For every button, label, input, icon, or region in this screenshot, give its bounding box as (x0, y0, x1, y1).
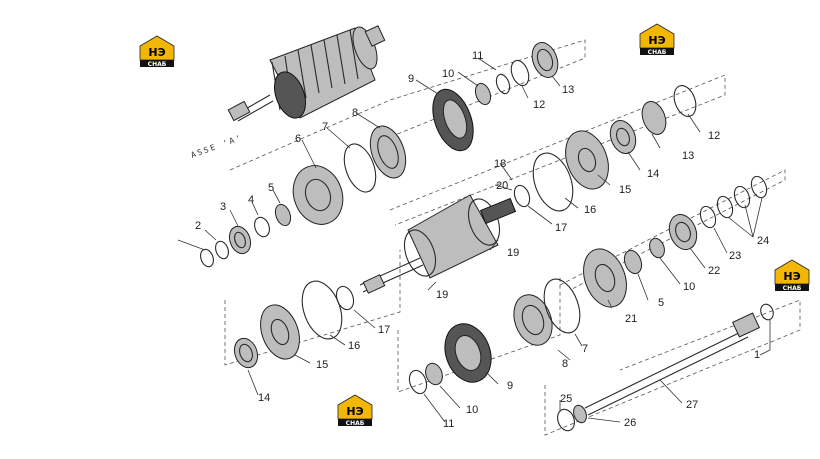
callout-2: 2 (195, 220, 201, 232)
brand-logo-sub: СНАБ (346, 420, 365, 427)
frame-top (229, 39, 586, 171)
callout-3: 3 (220, 201, 226, 213)
leader-lines (177, 57, 771, 423)
callout-23: 23 (729, 250, 741, 262)
gear-9-top (432, 88, 474, 152)
brand-logo-mark: НЭ (648, 34, 665, 47)
callout-9: 9 (507, 380, 513, 392)
right-row-parts (583, 175, 768, 308)
brand-logo-sub: СНАБ (783, 285, 802, 292)
callout-11: 11 (443, 418, 454, 430)
callout-14: 14 (258, 392, 270, 404)
callout-10: 10 (683, 281, 695, 293)
watermark-logos: НЭ СНАБ НЭ СНАБ НЭ СНАБ НЭ СНАБ (139, 23, 810, 427)
parts-2-5-left (200, 203, 292, 268)
callout-16: 16 (348, 340, 360, 352)
callout-5: 5 (268, 182, 274, 194)
brand-logo-sub: СНАБ (148, 61, 167, 68)
brand-logo: НЭ СНАБ (774, 259, 810, 292)
callout-12: 12 (708, 130, 720, 142)
callout-7: 7 (582, 343, 588, 355)
callout-13: 13 (682, 150, 694, 162)
brand-logo: НЭ СНАБ (337, 394, 373, 427)
callout-17: 17 (378, 324, 390, 336)
callout-7: 7 (322, 121, 328, 133)
callout-18: 18 (494, 158, 506, 170)
callout-6: 6 (295, 133, 301, 145)
frame-middle (389, 74, 726, 226)
callout-17: 17 (555, 222, 567, 234)
callout-15: 15 (316, 359, 328, 371)
parts-10-13-top (474, 42, 559, 106)
planet-carrier-assembly (359, 184, 531, 294)
callout-1: 1 (754, 349, 760, 361)
brand-logo: НЭ СНАБ (639, 23, 675, 56)
callout-26: 26 (624, 417, 636, 429)
gear-6-and-rings (292, 125, 407, 225)
brand-logo-sub: СНАБ (648, 49, 667, 56)
callout-9: 9 (408, 73, 414, 85)
callout-19: 19 (436, 289, 448, 301)
callout-19: 19 (507, 247, 519, 259)
callout-5: 5 (658, 297, 664, 309)
brand-logo-mark: НЭ (783, 270, 800, 283)
callout-10: 10 (466, 404, 478, 416)
callout-22: 22 (708, 265, 720, 277)
callout-13: 13 (562, 84, 574, 96)
frame-lower-left (224, 250, 401, 366)
callout-20: 20 (496, 180, 508, 192)
callout-25: 25 (560, 393, 572, 405)
middle-row-right-parts (532, 85, 697, 212)
callout-24: 24 (757, 235, 769, 247)
callout-4: 4 (248, 194, 254, 206)
output-shaft-assembly (557, 303, 774, 432)
callout-15: 15 (619, 184, 631, 196)
assembly-label: ASSE 'A' (190, 133, 244, 160)
callout-10: 10 (442, 68, 454, 80)
callout-27: 27 (686, 399, 698, 411)
brand-logo-mark: НЭ (346, 405, 363, 418)
rotor-shaft-assembly (227, 25, 386, 122)
callout-16: 16 (584, 204, 596, 216)
callout-8: 8 (562, 358, 568, 370)
lower-middle-parts (408, 278, 581, 395)
callout-21: 21 (625, 313, 637, 325)
lower-left-parts (233, 280, 355, 369)
callout-12: 12 (533, 99, 545, 111)
callout-14: 14 (647, 168, 659, 180)
brand-logo: НЭ СНАБ (139, 35, 175, 68)
callout-8: 8 (352, 107, 358, 119)
callouts: 1 2 3 4 5 5 6 7 7 8 8 9 9 10 10 10 11 11… (195, 50, 769, 430)
callout-11: 11 (472, 50, 483, 62)
brand-logo-mark: НЭ (148, 46, 165, 59)
